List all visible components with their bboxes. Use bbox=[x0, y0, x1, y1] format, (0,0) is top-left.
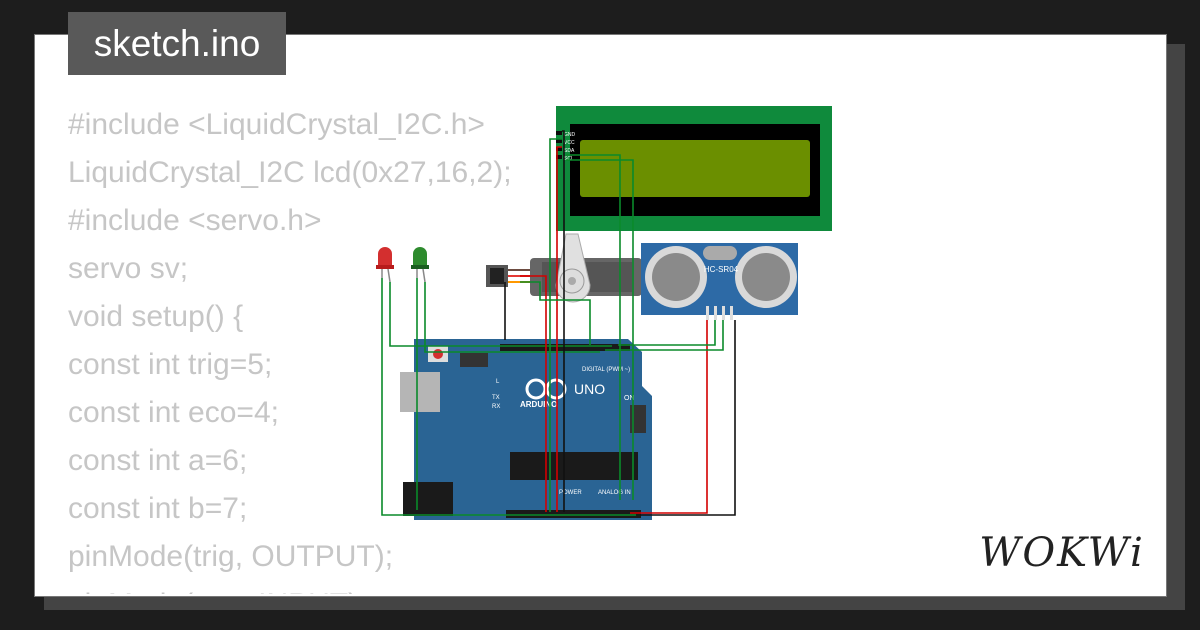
digital-label: DIGITAL (PWM ~) bbox=[582, 367, 630, 373]
led-green[interactable] bbox=[411, 247, 429, 283]
wire-servo-signal bbox=[520, 281, 591, 345]
code-line: void setup() { bbox=[68, 300, 244, 333]
code-line: pinMode(trig, OUTPUT); bbox=[68, 540, 394, 573]
code-preview: #include <LiquidCrystal_I2C.h> LiquidCrys… bbox=[68, 104, 512, 594]
code-line: #include <servo.h> bbox=[68, 204, 322, 237]
on-label: ON bbox=[624, 395, 635, 402]
wires bbox=[381, 130, 736, 516]
lcd-pin-scl: SCL bbox=[564, 156, 574, 162]
wire-sensor-gnd bbox=[636, 320, 736, 516]
code-line: const int a=6; bbox=[68, 444, 248, 477]
led-red[interactable] bbox=[376, 247, 394, 283]
wire-sensor-echo bbox=[605, 320, 724, 351]
power-jack bbox=[403, 482, 453, 516]
tx-label: TX bbox=[492, 395, 500, 401]
file-tab[interactable]: sketch.ino bbox=[68, 12, 286, 75]
code-line: LiquidCrystal_I2C lcd(0x27,16,2); bbox=[68, 156, 512, 189]
wire-red-led-signal bbox=[389, 282, 612, 347]
digital-header bbox=[500, 344, 630, 351]
lcd-pin-vcc: VCC bbox=[564, 140, 575, 146]
board-brand: ARDUINO bbox=[520, 400, 557, 409]
wire-lcd-scl-2 bbox=[566, 159, 634, 500]
wire-red-led-gnd bbox=[381, 278, 640, 516]
l-label: L bbox=[496, 379, 500, 385]
code-line: const int trig=5; bbox=[68, 348, 273, 381]
lcd-pin-gnd: GND bbox=[564, 132, 576, 138]
arduino-uno[interactable]: UNO ARDUINO DIGITAL (PWM ~) POWER ANALOG… bbox=[400, 339, 652, 520]
ultrasonic-sensor[interactable]: HC-SR04 bbox=[641, 243, 798, 320]
atmega-chip bbox=[510, 452, 638, 480]
code-line: servo sv; bbox=[68, 252, 189, 285]
code-line: #include <LiquidCrystal_I2C.h> bbox=[68, 108, 485, 141]
power-analog-header bbox=[506, 510, 641, 518]
code-line: const int eco=4; bbox=[68, 396, 279, 429]
wire-lcd-scl-1 bbox=[566, 154, 621, 500]
code-line: const int b=7; bbox=[68, 492, 248, 525]
rx-label: RX bbox=[492, 404, 500, 410]
analog-label: ANALOG IN bbox=[598, 490, 631, 496]
wire-lcd-sda bbox=[549, 138, 562, 512]
wire-sensor-vcc bbox=[630, 320, 708, 514]
code-line: pinMode(eco, INPUT); bbox=[68, 584, 512, 594]
wire-servo-vcc bbox=[520, 275, 547, 512]
wire-sensor-trig bbox=[618, 320, 716, 346]
wire-lcd-vcc bbox=[556, 146, 562, 512]
sensor-label: HC-SR04 bbox=[704, 265, 739, 274]
lcd-screen bbox=[580, 140, 810, 197]
wokwi-logo: WOKWi bbox=[979, 530, 1145, 576]
wire-green-led-signal bbox=[424, 282, 600, 353]
lcd-display[interactable]: GND VCC SDA SCL bbox=[556, 106, 832, 231]
wire-lcd-gnd bbox=[562, 130, 565, 512]
lcd-pin-sda: SDA bbox=[564, 148, 575, 154]
board-name: UNO bbox=[574, 381, 605, 397]
usb-port bbox=[400, 372, 440, 412]
power-label: POWER bbox=[559, 490, 582, 496]
